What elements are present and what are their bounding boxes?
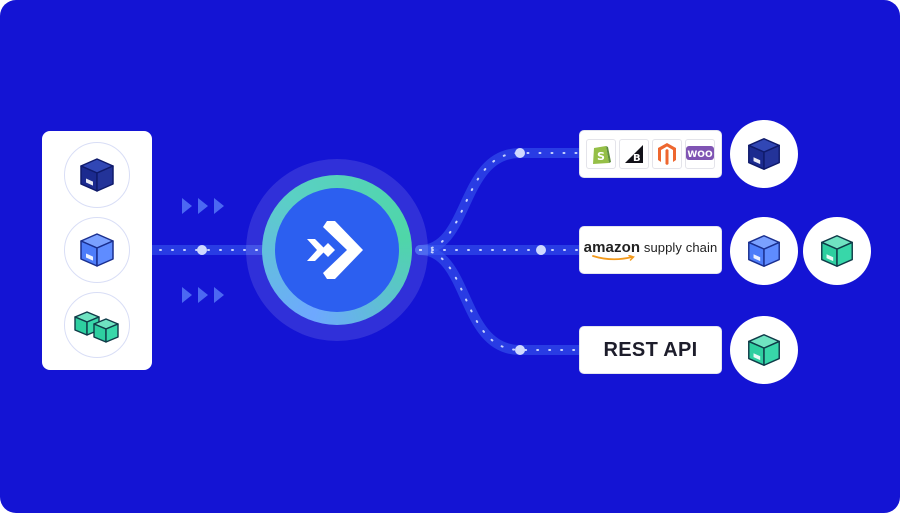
forward-arrows-logo-icon [307, 221, 363, 279]
svg-text:B: B [633, 153, 641, 164]
green-boxes-icon [64, 292, 130, 358]
amazon-blue-box-icon [730, 217, 798, 285]
rest-green-box-icon [730, 316, 798, 384]
rest-node [515, 345, 525, 355]
platforms-box-icon [730, 120, 798, 188]
amazon-node [536, 245, 546, 255]
chevrons-bottom [182, 287, 224, 303]
platforms-lane [415, 148, 585, 255]
hub-core [275, 188, 399, 312]
woo-label: WOO [688, 150, 714, 160]
chevrons-top [182, 198, 224, 214]
amazon-brand: amazon [583, 239, 641, 256]
bigcommerce-icon: B [618, 139, 649, 169]
input-node [197, 245, 207, 255]
svg-text:S: S [597, 150, 605, 163]
amazon-logo-text: amazon supply chain [584, 239, 718, 256]
rest-api-card: REST API [579, 326, 722, 374]
rest-lane [415, 245, 585, 355]
amazon-supply-chain-card: amazon supply chain [579, 226, 722, 274]
magento-icon [652, 139, 683, 169]
shopify-icon: S [585, 139, 616, 169]
navy-box-icon [64, 142, 130, 208]
rest-api-label: REST API [603, 338, 698, 361]
platforms-node [515, 148, 525, 158]
woocommerce-icon: WOO [685, 139, 716, 169]
amazon-suffix: supply chain [643, 240, 718, 255]
ecommerce-platforms-card: S B WOO [579, 130, 722, 178]
amazon-smile-icon [591, 255, 635, 261]
amazon-green-box-icon [803, 217, 871, 285]
blue-box-icon [64, 217, 130, 283]
